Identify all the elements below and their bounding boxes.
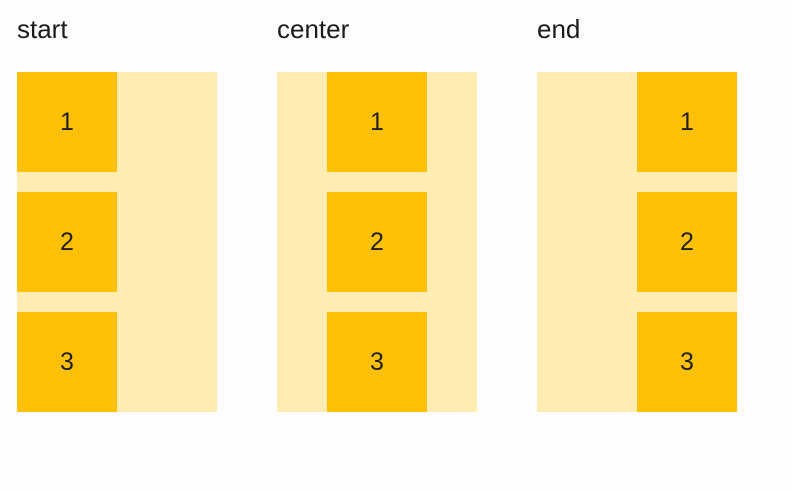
demo-column-end: end 1 2 3 <box>537 12 737 412</box>
flex-container-start: 1 2 3 <box>17 72 217 412</box>
flex-item: 3 <box>17 312 117 412</box>
flex-item: 2 <box>17 192 117 292</box>
flex-item: 2 <box>327 192 427 292</box>
demo-label-start: start <box>17 14 68 44</box>
flex-item: 2 <box>637 192 737 292</box>
flex-container-end: 1 2 3 <box>537 72 737 412</box>
alignment-demo-stage: start 1 2 3 center 1 2 3 end 1 2 3 <box>17 12 737 412</box>
demo-label-center: center <box>277 14 350 44</box>
flex-container-center: 1 2 3 <box>277 72 477 412</box>
demo-label-end: end <box>537 14 581 44</box>
flex-item: 1 <box>637 72 737 172</box>
demo-column-start: start 1 2 3 <box>17 12 217 412</box>
demo-column-center: center 1 2 3 <box>277 12 477 412</box>
flex-item: 3 <box>637 312 737 412</box>
flex-item: 1 <box>327 72 427 172</box>
flex-item: 3 <box>327 312 427 412</box>
flex-item: 1 <box>17 72 117 172</box>
